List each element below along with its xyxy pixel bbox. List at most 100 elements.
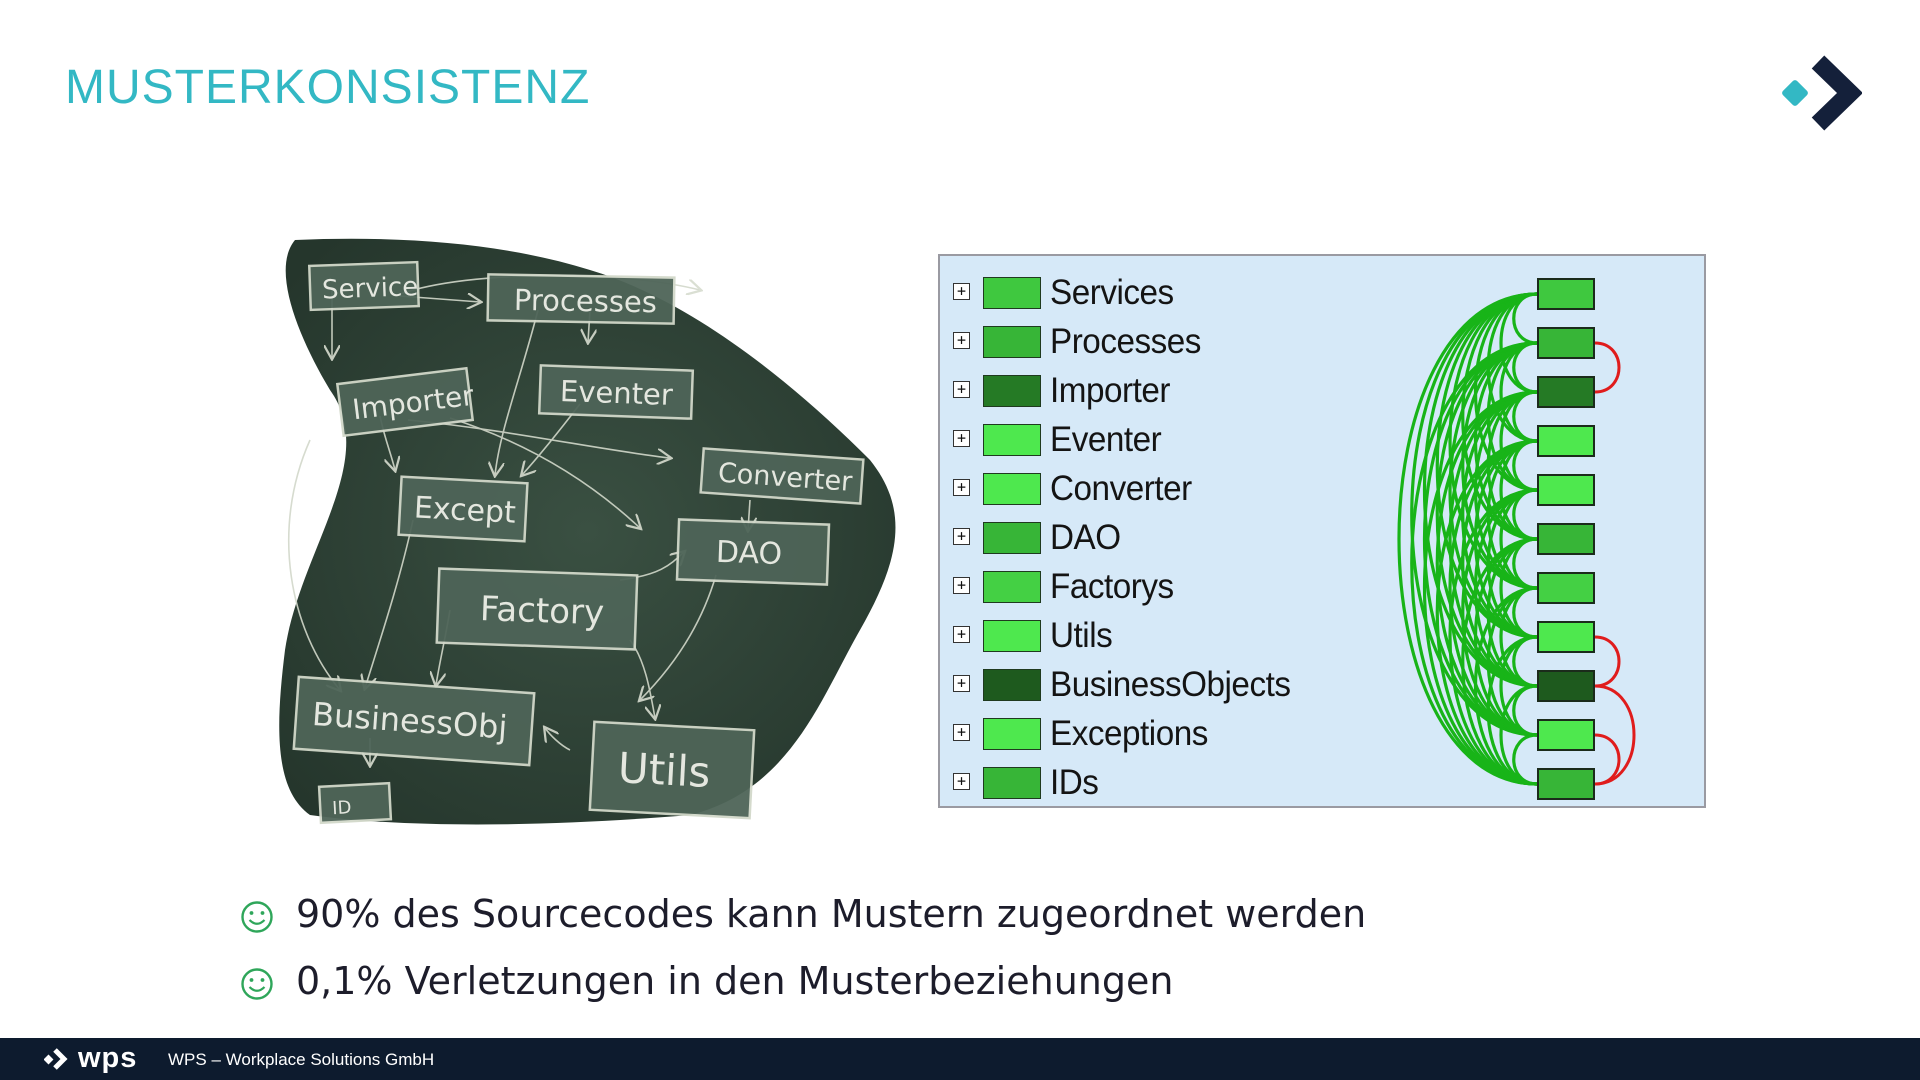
dsm-row-label: Converter (1050, 469, 1192, 508)
violation-arc (1594, 635, 1621, 688)
chalk-label-dao: DAO (715, 535, 782, 572)
dependency-arc (1423, 292, 1538, 688)
dsm-row[interactable]: + BusinessObjects (940, 660, 1360, 709)
dsm-row-swatch (983, 326, 1041, 358)
footer-brand: wps (78, 1042, 138, 1074)
dsm-row-swatch (983, 669, 1041, 701)
violation-arc (1594, 733, 1621, 786)
dsm-node-box (1537, 621, 1595, 653)
dependency-structure-matrix: + Services + Processes + Importer + Eventer + Con… (938, 254, 1706, 808)
chalk-label-factory: Factory (479, 589, 605, 633)
dsm-node-box (1537, 376, 1595, 408)
dependency-arcs (1397, 292, 1636, 786)
dsm-row-swatch (983, 767, 1041, 799)
plus-box-icon[interactable]: + (953, 724, 970, 741)
bullet-text: 0,1% Verletzungen in den Musterbeziehung… (296, 959, 1174, 1003)
dependency-arc (1448, 439, 1538, 737)
dsm-row-label: DAO (1050, 518, 1121, 557)
smiley-icon (241, 968, 273, 1000)
dsm-row-swatch (983, 522, 1041, 554)
dependency-arc (1461, 537, 1538, 786)
wps-footer-logo-icon (44, 1048, 68, 1070)
dsm-row-swatch (983, 571, 1041, 603)
chalk-label-processes: Processes (514, 283, 658, 319)
chalk-box-businessobj (292, 675, 536, 767)
dsm-row-label: Services (1050, 273, 1174, 312)
chalk-box-factory (435, 567, 639, 651)
plus-box-icon[interactable]: + (953, 479, 970, 496)
dsm-row-label: Exceptions (1050, 714, 1208, 753)
dsm-row-label: Eventer (1050, 420, 1162, 459)
dsm-row-label: IDs (1050, 763, 1099, 802)
chalk-label-eventer: Eventer (559, 374, 673, 412)
dsm-row-swatch (983, 375, 1041, 407)
plus-box-icon[interactable]: + (953, 675, 970, 692)
plus-box-icon[interactable]: + (953, 773, 970, 790)
dsm-row[interactable]: + Converter (940, 464, 1360, 513)
plus-box-icon[interactable]: + (953, 528, 970, 545)
dsm-row[interactable]: + IDs (940, 758, 1360, 807)
dsm-node-box (1537, 425, 1595, 457)
chalk-box-utils (588, 720, 756, 820)
dsm-node-box (1537, 278, 1595, 310)
dsm-row[interactable]: + Exceptions (940, 709, 1360, 758)
dsm-row-label: Factorys (1050, 567, 1174, 606)
dsm-node-box (1537, 572, 1595, 604)
violation-arc (1594, 684, 1636, 786)
dependency-arc (1512, 733, 1538, 786)
dsm-node-box (1537, 670, 1595, 702)
chalk-box-eventer (537, 364, 695, 420)
plus-box-icon[interactable]: + (953, 381, 970, 398)
dsm-row-label: Importer (1050, 371, 1170, 410)
dsm-row[interactable]: + Services (940, 268, 1360, 317)
dsm-row-swatch (983, 473, 1041, 505)
dsm-row-swatch (983, 424, 1041, 456)
dependency-arc (1423, 390, 1538, 786)
smiley-icon (241, 901, 273, 933)
footer-bar: wps WPS – Workplace Solutions GmbH (0, 1038, 1920, 1080)
chalkboard-diagram: Service Processes Importer Eventer Conve… (279, 238, 896, 825)
chalk-box-dao (675, 518, 831, 586)
dsm-row[interactable]: + Processes (940, 317, 1360, 366)
dsm-row-label: Utils (1050, 616, 1113, 655)
chalk-label-except: Except (413, 490, 517, 530)
plus-box-icon[interactable]: + (953, 332, 970, 349)
plus-box-icon[interactable]: + (953, 577, 970, 594)
dsm-row-label: BusinessObjects (1050, 665, 1291, 704)
dsm-row-swatch (983, 620, 1041, 652)
dsm-row-swatch (983, 718, 1041, 750)
dsm-row[interactable]: + Eventer (940, 415, 1360, 464)
plus-box-icon[interactable]: + (953, 430, 970, 447)
chalk-label-id: ID (332, 797, 352, 819)
dsm-row[interactable]: + DAO (940, 513, 1360, 562)
dsm-node-box (1537, 474, 1595, 506)
dsm-node-box (1537, 523, 1595, 555)
bullet-text: 90% des Sourcecodes kann Mustern zugeord… (296, 892, 1367, 936)
footer-company: WPS – Workplace Solutions GmbH (168, 1050, 435, 1069)
chalk-box-importer (335, 366, 475, 438)
dependency-arc (1435, 439, 1538, 786)
dependency-arc (1423, 341, 1538, 737)
page-title: MUSTERKONSISTENZ (65, 61, 591, 114)
dsm-node-box (1537, 768, 1595, 800)
chalk-box-processes (486, 273, 676, 325)
chalk-label-service: Service (322, 272, 419, 305)
chalk-label-utils: Utils (617, 743, 712, 797)
dsm-row-label: Processes (1050, 322, 1201, 361)
dsm-row[interactable]: + Utils (940, 611, 1360, 660)
dependency-arc (1397, 292, 1538, 786)
dsm-node-box (1537, 327, 1595, 359)
dependency-arc (1448, 488, 1538, 786)
dsm-node-box (1537, 719, 1595, 751)
chalk-box-id (317, 781, 393, 825)
dsm-row[interactable]: + Factorys (940, 562, 1360, 611)
dependency-arc (1410, 341, 1538, 786)
wps-chevron-logo-icon (1782, 55, 1862, 131)
dsm-row-swatch (983, 277, 1041, 309)
dsm-row[interactable]: + Importer (940, 366, 1360, 415)
plus-box-icon[interactable]: + (953, 283, 970, 300)
chalk-box-except (397, 475, 529, 543)
violation-arc (1594, 341, 1621, 394)
plus-box-icon[interactable]: + (953, 626, 970, 643)
chalk-box-service (307, 260, 421, 312)
